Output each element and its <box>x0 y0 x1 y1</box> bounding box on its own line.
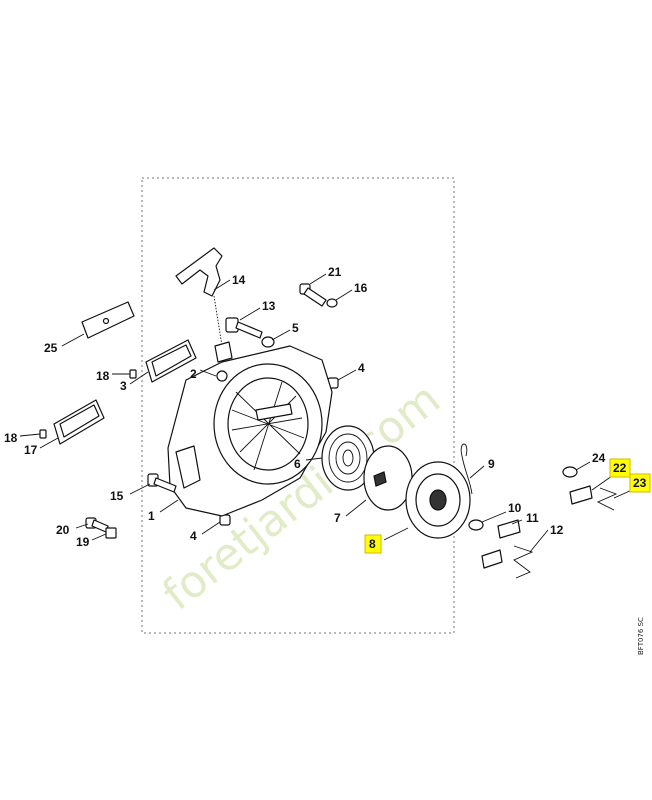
callout-label: 8 <box>369 537 376 551</box>
callout-9: 9 <box>469 457 495 479</box>
callout-13: 13 <box>239 299 276 321</box>
callout-23[interactable]: 23 <box>613 473 651 499</box>
callout-label: 7 <box>334 511 341 525</box>
callout-label: 18 <box>4 431 18 445</box>
callout-label: 16 <box>354 281 368 295</box>
callout-label: 12 <box>550 523 564 537</box>
callout-label: 17 <box>24 443 38 457</box>
part-1-fan-housing <box>167 345 333 517</box>
callout-7: 7 <box>334 499 367 525</box>
part-23-spring-clip <box>596 487 618 511</box>
callout-5: 5 <box>271 321 299 341</box>
part-18-screw-b <box>39 429 47 439</box>
callout-1: 1 <box>148 499 179 523</box>
callout-21: 21 <box>309 265 342 285</box>
callout-label: 9 <box>488 457 495 471</box>
part-16-washer <box>326 298 338 308</box>
callout-label: 24 <box>592 451 606 465</box>
callout-label: 5 <box>292 321 299 335</box>
callout-16: 16 <box>335 281 368 301</box>
part-17-inner <box>59 404 100 438</box>
callout-15: 15 <box>110 483 151 503</box>
part-18-screw-a <box>129 369 137 379</box>
callout-label: 21 <box>328 265 342 279</box>
part-9-starter-rope <box>460 443 473 495</box>
part-13-bolt <box>225 317 263 339</box>
callout-3: 3 <box>120 371 149 393</box>
part-5-washer <box>261 336 275 348</box>
callout-12: 12 <box>529 523 564 553</box>
callout-25: 25 <box>44 333 85 355</box>
callout-10: 10 <box>481 501 522 523</box>
part-6-rewind-spring <box>321 425 375 491</box>
callout-label: 15 <box>110 489 124 503</box>
part-11-pawl-lower <box>481 549 503 569</box>
callout-20: 20 <box>56 523 89 537</box>
part-2-rope-guide <box>216 370 228 382</box>
callout-18-upper: 18 <box>96 369 130 383</box>
callout-label: 4 <box>190 529 197 543</box>
assembly-frame <box>141 177 455 634</box>
callout-22-highlight <box>609 458 631 478</box>
part-24-washer <box>562 466 578 478</box>
callout-label: 1 <box>148 509 155 523</box>
callout-4-lower: 4 <box>190 521 221 543</box>
callout-23-highlight <box>629 473 651 493</box>
part-25-hole <box>102 317 110 325</box>
part-21-bolt <box>299 283 327 307</box>
callout-label: 11 <box>526 511 539 525</box>
callout-label: 25 <box>44 341 58 355</box>
callout-label: 19 <box>76 535 90 549</box>
callout-label: 18 <box>96 369 110 383</box>
part-7-spring-cover <box>363 445 413 511</box>
callout-14: 14 <box>213 273 246 291</box>
callout-11: 11 <box>511 511 539 525</box>
callout-4-upper: 4 <box>337 361 365 381</box>
callout-24: 24 <box>575 451 606 471</box>
callout-label: 20 <box>56 523 70 537</box>
callout-2: 2 <box>190 367 217 381</box>
part-8-rope-rotor <box>405 461 471 539</box>
part-22-pawl <box>569 485 593 505</box>
callout-22[interactable]: 22 <box>591 458 631 491</box>
callout-8-highlight <box>364 534 382 554</box>
part-11-pawl <box>497 519 521 539</box>
callout-6: 6 <box>294 457 323 471</box>
callout-8[interactable]: 8 <box>364 527 409 554</box>
part-19-nut <box>105 527 117 539</box>
part-20-screw <box>85 517 109 533</box>
callout-18-lower: 18 <box>4 431 41 445</box>
part-15-screw <box>147 473 177 493</box>
callout-label: 14 <box>232 273 246 287</box>
part-12-spring-clip <box>513 545 534 579</box>
callout-label: 3 <box>120 379 127 393</box>
callout-label: 4 <box>358 361 365 375</box>
callout-label: 2 <box>190 367 197 381</box>
part-3-inner <box>151 344 192 377</box>
callout-19: 19 <box>76 533 107 549</box>
callout-label: 10 <box>508 501 522 515</box>
callout-label: 23 <box>633 476 647 490</box>
reference-code: BFT076 SC <box>637 617 645 655</box>
part-14-starter-handle <box>175 247 233 363</box>
callout-17: 17 <box>24 437 59 457</box>
callout-label: 6 <box>294 457 301 471</box>
callout-label: 13 <box>262 299 276 313</box>
callout-label: 22 <box>613 461 627 475</box>
part-10-washer <box>468 519 484 531</box>
